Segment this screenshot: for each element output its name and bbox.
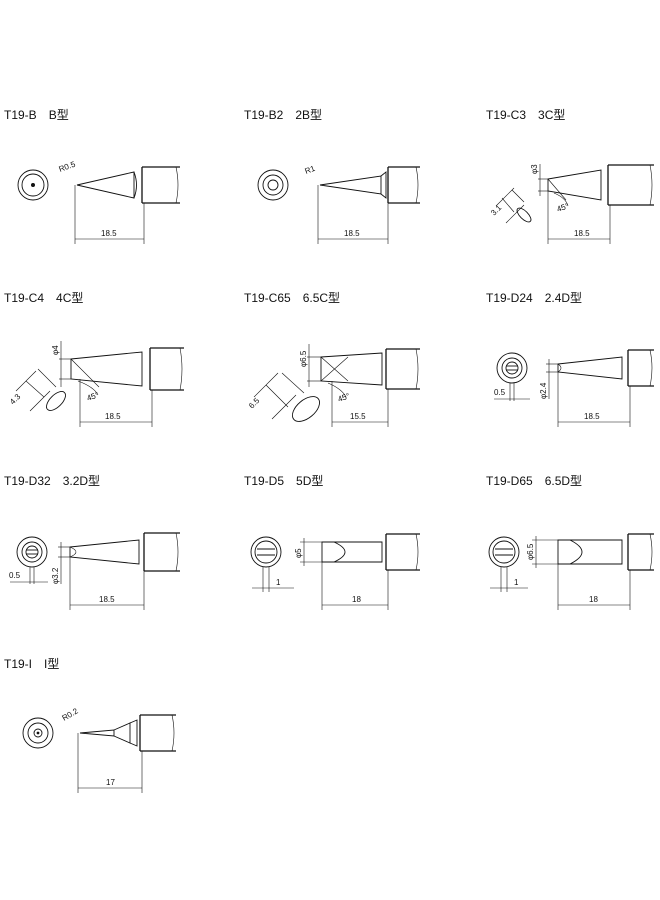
tip-t19-b2: T19-B2 2B型 18.5 R1 bbox=[244, 106, 459, 246]
tip-t19-d65: T19-D65 6.5D型 1 φ6.5 18 bbox=[486, 472, 660, 612]
face-label: 6.5 bbox=[247, 396, 262, 411]
dim-label: 18.5 bbox=[105, 412, 121, 421]
tip-t19-c65: T19-C65 6.5C型 φ6.5 45° 6.5 15.5 bbox=[244, 289, 459, 429]
radius-label: R0.2 bbox=[61, 706, 81, 723]
tip-code: T19-C3 bbox=[486, 108, 527, 122]
tip-t19-c3: T19-C3 3C型 φ3 45° 3.1 18.5 bbox=[486, 106, 660, 246]
angle-label: 45° bbox=[86, 390, 100, 403]
tip-title: T19-D32 3.2D型 bbox=[4, 472, 100, 489]
tip-drawing: 1 φ6.5 18 bbox=[488, 533, 654, 610]
tip-type: 4C型 bbox=[56, 291, 84, 305]
dim-label: 18.5 bbox=[99, 595, 115, 604]
dim-label: 18.5 bbox=[574, 229, 590, 238]
dia-label: φ6.5 bbox=[299, 350, 308, 367]
dim-label: 18.5 bbox=[584, 412, 600, 421]
tip-type: 2B型 bbox=[295, 108, 323, 122]
tip-drawing: 18.5 R0.5 bbox=[17, 159, 180, 244]
tip-type: B型 bbox=[48, 108, 69, 122]
tip-t19-b: T19-B B型 18.5 R0.5 bbox=[4, 106, 219, 246]
dim-label: 18.5 bbox=[101, 229, 117, 238]
tip-type: 6.5C型 bbox=[302, 291, 341, 305]
tip-type: 6.5D型 bbox=[544, 474, 583, 488]
tip-drawing: 0.5 φ3.2 18.5 bbox=[9, 532, 180, 610]
tip-t19-d24: T19-D24 2.4D型 0.5 φ2.4 18.5 bbox=[486, 289, 660, 429]
tip-code: T19-B bbox=[4, 108, 37, 122]
radius-label: R1 bbox=[304, 164, 317, 176]
tip-t19-d5: T19-D5 5D型 1 φ5 18 bbox=[244, 472, 459, 612]
tip-title: T19-C4 4C型 bbox=[4, 289, 83, 306]
tip-title: T19-C65 6.5C型 bbox=[244, 289, 340, 306]
tip-title: T19-B B型 bbox=[4, 106, 69, 123]
thick-label: 0.5 bbox=[494, 388, 506, 397]
tip-code: T19-D65 bbox=[486, 474, 533, 488]
dim-label: 18.5 bbox=[344, 229, 360, 238]
tip-drawing: φ4 45° 4.3 18.5 bbox=[8, 341, 184, 427]
dia-label: φ3 bbox=[530, 164, 539, 174]
tip-code: T19-B2 bbox=[244, 108, 284, 122]
tip-drawing: φ6.5 45° 6.5 15.5 bbox=[247, 344, 420, 427]
tip-drawing: φ3 45° 3.1 18.5 bbox=[489, 164, 654, 244]
radius-label: R0.5 bbox=[58, 159, 77, 173]
tip-title: T19-I I型 bbox=[4, 655, 59, 672]
tip-title: T19-D65 6.5D型 bbox=[486, 472, 582, 489]
dim-label: 17 bbox=[106, 778, 115, 787]
tip-drawing: 1 φ5 18 bbox=[250, 533, 420, 610]
dim-label: 18 bbox=[352, 595, 361, 604]
dia-label: φ5 bbox=[294, 548, 303, 558]
tip-drawing: 17 R0.2 bbox=[22, 706, 176, 793]
angle-label: 45° bbox=[556, 201, 570, 214]
tip-type: 5D型 bbox=[296, 474, 324, 488]
tip-type: 2.4D型 bbox=[544, 291, 583, 305]
tip-type: 3.2D型 bbox=[62, 474, 101, 488]
dia-label: φ4 bbox=[51, 345, 60, 355]
tip-title: T19-D24 2.4D型 bbox=[486, 289, 582, 306]
dia-label: φ2.4 bbox=[539, 382, 548, 399]
thick-label: 1 bbox=[514, 578, 519, 587]
tip-title: T19-D5 5D型 bbox=[244, 472, 323, 489]
thick-label: 0.5 bbox=[9, 571, 21, 580]
tip-code: T19-D5 bbox=[244, 474, 285, 488]
dim-label: 15.5 bbox=[350, 412, 366, 421]
face-label: 4.3 bbox=[8, 392, 23, 407]
tip-code: T19-C65 bbox=[244, 291, 291, 305]
dia-label: φ3.2 bbox=[51, 567, 60, 584]
dia-label: φ6.5 bbox=[526, 543, 535, 560]
thick-label: 1 bbox=[276, 578, 281, 587]
tip-code: T19-D24 bbox=[486, 291, 533, 305]
dim-label: 18 bbox=[589, 595, 598, 604]
tip-type: 3C型 bbox=[538, 108, 566, 122]
tip-code: T19-D32 bbox=[4, 474, 51, 488]
tip-title: T19-B2 2B型 bbox=[244, 106, 322, 123]
tip-title: T19-C3 3C型 bbox=[486, 106, 565, 123]
tip-drawing: 18.5 R1 bbox=[257, 164, 420, 244]
tip-code: T19-I bbox=[4, 657, 33, 671]
angle-label: 45° bbox=[337, 391, 351, 404]
tip-t19-i: T19-I I型 17 R0.2 bbox=[4, 655, 219, 795]
tip-t19-c4: T19-C4 4C型 φ4 45° 4.3 18.5 bbox=[4, 289, 219, 429]
tip-type: I型 bbox=[44, 657, 60, 671]
tip-drawing: 0.5 φ2.4 18.5 bbox=[494, 349, 654, 427]
face-label: 3.1 bbox=[489, 203, 504, 218]
tip-t19-d32: T19-D32 3.2D型 0.5 φ3.2 18.5 bbox=[4, 472, 219, 612]
tip-code: T19-C4 bbox=[4, 291, 45, 305]
